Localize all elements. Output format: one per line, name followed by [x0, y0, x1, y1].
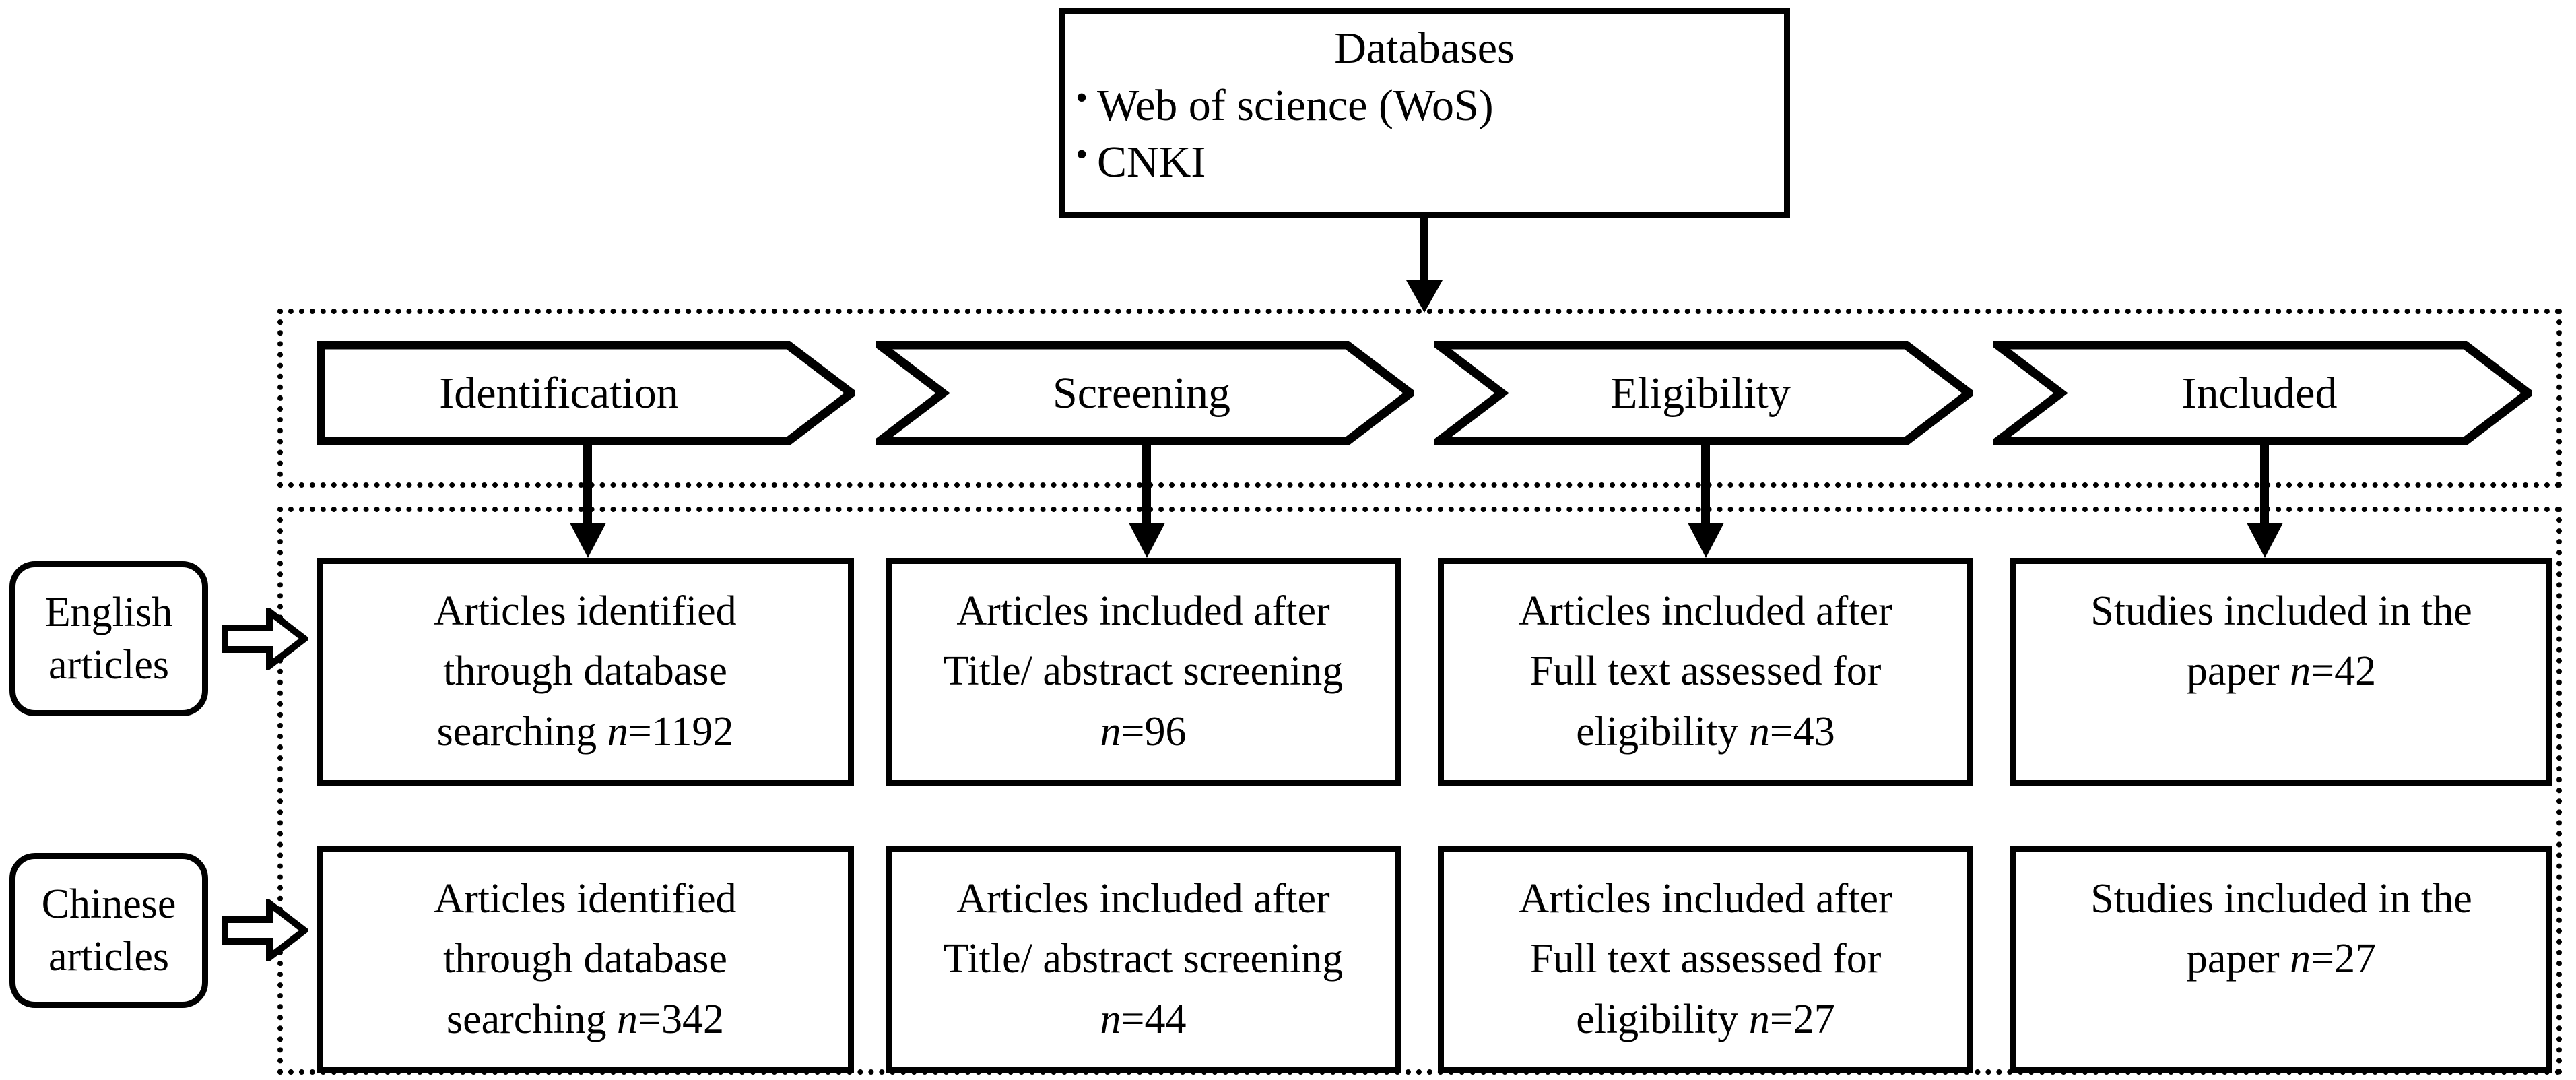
result-line: Articles identified: [434, 588, 737, 634]
stage-label: Included: [2181, 368, 2338, 418]
result-box-r0c3: Studies included in the paper n=42: [2010, 558, 2552, 786]
n-symbol: n: [607, 708, 628, 755]
result-line-with-count: paper n=42: [2187, 641, 2376, 701]
n-value: =43: [1769, 708, 1835, 755]
block-arrow-english-icon: [221, 608, 308, 670]
result-box-r1c3: Studies included in the paper n=27: [2010, 846, 2552, 1073]
result-line-with-count: n=44: [1100, 990, 1187, 1050]
result-line-text: paper: [2186, 936, 2290, 982]
language-group-line2: articles: [48, 642, 169, 688]
result-line: Title/ abstract screening: [943, 648, 1344, 695]
database-item-cnki: •CNKI: [1074, 134, 1784, 191]
result-box-r1c0: Articles identified through database sea…: [317, 846, 854, 1073]
n-value: =96: [1121, 708, 1187, 755]
result-line-with-count: eligibility n=27: [1576, 990, 1835, 1050]
n-symbol: n: [2290, 936, 2311, 982]
bullet-icon: •: [1076, 79, 1088, 117]
block-arrow-chinese-icon: [221, 899, 308, 961]
connector-eligibility-to-box: [1676, 445, 1736, 559]
language-group-chinese: Chinese articles: [9, 853, 208, 1008]
connector-identification-to-box: [558, 445, 618, 559]
result-line: Studies included in the: [2090, 876, 2472, 922]
result-line: Articles included after: [956, 588, 1330, 634]
result-line: Articles included after: [1519, 588, 1892, 634]
n-symbol: n: [1100, 996, 1121, 1042]
result-box-r0c1: Articles included after Title/ abstract …: [886, 558, 1401, 786]
language-group-english: English articles: [9, 561, 208, 716]
result-box-r1c2: Articles included after Full text assess…: [1438, 846, 1973, 1073]
result-line: Full text assessed for: [1529, 648, 1882, 695]
result-line-text: searching: [446, 996, 618, 1042]
stage-label: Identification: [439, 368, 679, 418]
stage-included[interactable]: Included: [1993, 341, 2532, 445]
result-line-text: eligibility: [1576, 708, 1749, 755]
databases-source-box: Databases •Web of science (WoS) •CNKI: [1059, 8, 1790, 218]
stage-screening[interactable]: Screening: [876, 341, 1414, 445]
connector-included-to-box: [2235, 445, 2295, 559]
result-line-text: paper: [2186, 648, 2290, 695]
n-value: =42: [2311, 648, 2377, 695]
connector-databases-to-stages: [1394, 218, 1455, 313]
databases-title: Databases: [1334, 24, 1515, 73]
result-line: Articles identified: [434, 876, 737, 922]
database-item-label: Web of science (WoS): [1097, 81, 1494, 130]
stage-label: Screening: [1053, 368, 1230, 418]
result-line-with-count: searching n=342: [447, 990, 724, 1050]
n-value: =44: [1121, 996, 1187, 1042]
n-value: =27: [1769, 996, 1835, 1042]
language-group-line2: articles: [48, 934, 169, 980]
n-symbol: n: [1748, 996, 1770, 1042]
n-symbol: n: [617, 996, 638, 1042]
n-symbol: n: [1100, 708, 1121, 755]
bullet-icon: •: [1076, 135, 1088, 174]
result-line: Articles included after: [956, 876, 1330, 922]
result-line-text: searching: [436, 708, 607, 755]
n-value: =27: [2311, 936, 2377, 982]
result-line: Studies included in the: [2090, 588, 2472, 634]
connector-screening-to-box: [1117, 445, 1177, 559]
n-symbol: n: [2290, 648, 2311, 695]
result-line: Articles included after: [1519, 876, 1892, 922]
result-line: through database: [443, 936, 727, 982]
result-line-with-count: paper n=27: [2187, 929, 2376, 989]
result-line-text: eligibility: [1576, 996, 1749, 1042]
result-line-with-count: searching n=1192: [437, 702, 734, 762]
n-symbol: n: [1748, 708, 1770, 755]
result-box-r0c0: Articles identified through database sea…: [317, 558, 854, 786]
result-box-r1c1: Articles included after Title/ abstract …: [886, 846, 1401, 1073]
database-item-wos: •Web of science (WoS): [1074, 77, 1784, 134]
databases-list: •Web of science (WoS) •CNKI: [1065, 71, 1784, 191]
result-line-with-count: eligibility n=43: [1576, 702, 1835, 762]
result-line: through database: [443, 648, 727, 695]
result-box-r0c2: Articles included after Full text assess…: [1438, 558, 1973, 786]
stages-panel-border: [277, 309, 2562, 488]
result-line: Full text assessed for: [1529, 936, 1882, 982]
n-value: =342: [638, 996, 725, 1042]
result-line: Title/ abstract screening: [943, 936, 1344, 982]
result-line-with-count: n=96: [1100, 702, 1187, 762]
language-group-line1: Chinese: [41, 881, 176, 927]
results-panel-border: [277, 507, 2562, 1075]
stage-identification[interactable]: Identification: [317, 341, 855, 445]
stage-eligibility[interactable]: Eligibility: [1434, 341, 1973, 445]
language-group-line1: English: [44, 589, 173, 635]
n-value: =1192: [628, 708, 734, 755]
stage-label: Eligibility: [1610, 368, 1791, 418]
database-item-label: CNKI: [1097, 137, 1206, 187]
